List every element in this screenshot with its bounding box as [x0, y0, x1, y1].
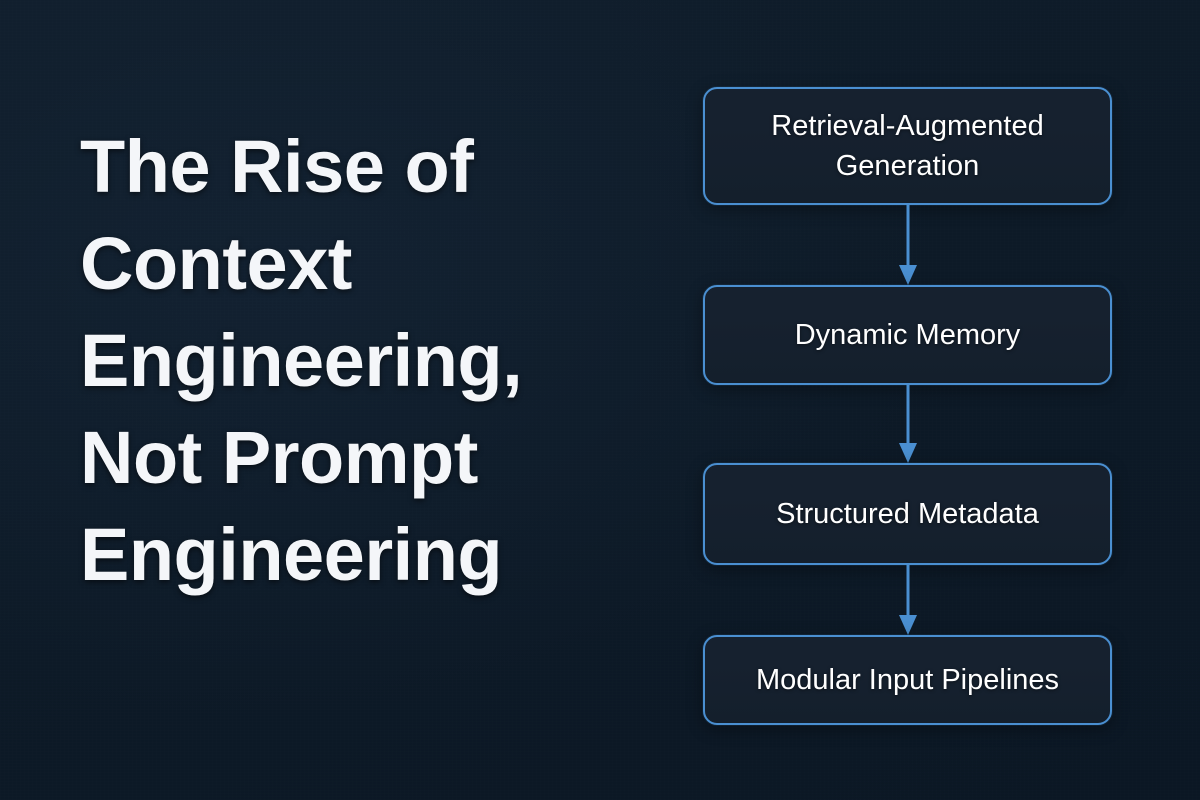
page-title: The Rise of Context Engineering, Not Pro…: [80, 118, 620, 603]
flow-node-label: Dynamic Memory: [794, 319, 1021, 351]
down-arrow-icon-3: [896, 565, 920, 635]
flow-node-structured-metadata[interactable]: Structured Metadata: [703, 463, 1112, 565]
down-arrow-icon-1: [896, 205, 920, 285]
title-line-5: Engineering: [80, 513, 503, 596]
flow-node-retrieval-augmented-generation[interactable]: Retrieval-Augmented Generation: [703, 87, 1112, 205]
flow-node-dynamic-memory[interactable]: Dynamic Memory: [703, 285, 1112, 385]
flow-node-modular-input-pipelines[interactable]: Modular Input Pipelines: [703, 635, 1112, 725]
down-arrow-icon-2: [896, 385, 920, 463]
flowchart: Retrieval-Augmented Generation Dynamic M…: [703, 87, 1112, 727]
title-line-4: Not Prompt: [80, 416, 478, 499]
flow-node-label: Retrieval-Augmented Generation: [771, 110, 1044, 182]
flow-node-label: Structured Metadata: [776, 498, 1039, 530]
title-line-2: Context: [80, 222, 352, 305]
flow-node-label: Modular Input Pipelines: [755, 664, 1060, 696]
title-line-3: Engineering,: [80, 319, 523, 402]
title-line-1: The Rise of: [80, 125, 474, 208]
